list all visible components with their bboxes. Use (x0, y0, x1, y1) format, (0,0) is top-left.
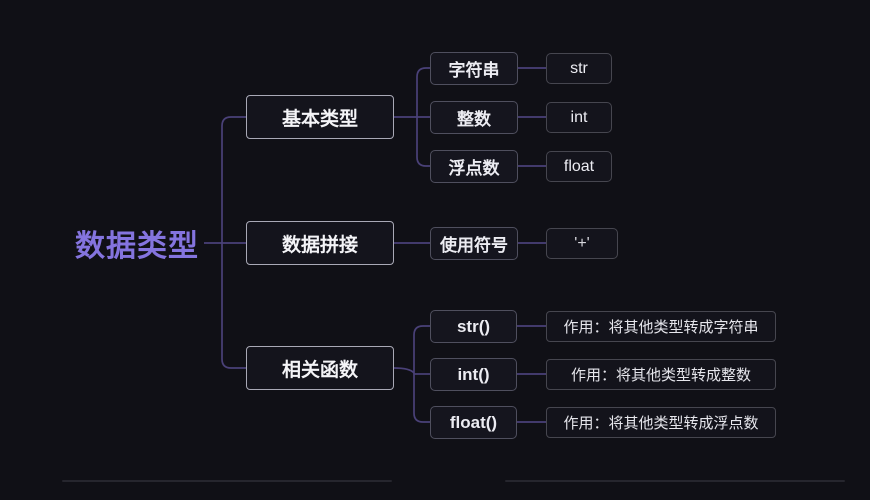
connector-branch3 (393, 367, 415, 374)
leaf-node-plus-symbol[interactable]: '+' (546, 228, 618, 259)
root-node-data-types[interactable]: 数据类型 (75, 230, 199, 263)
child-node-int-function[interactable]: int() (430, 358, 517, 391)
child-node-str-function[interactable]: str() (430, 310, 517, 343)
desc-node-float-function[interactable]: 作用：将其他类型转成浮点数 (546, 407, 776, 438)
leaf-node-int[interactable]: int (546, 102, 612, 133)
leaf-node-str[interactable]: str (546, 53, 612, 84)
footer-divider-right (505, 480, 845, 482)
desc-node-str-function[interactable]: 作用：将其他类型转成字符串 (546, 311, 776, 342)
branch-node-basic-types[interactable]: 基本类型 (246, 95, 394, 139)
child-node-integer[interactable]: 整数 (430, 101, 518, 134)
branch-node-related-functions[interactable]: 相关函数 (246, 346, 394, 390)
child-node-string[interactable]: 字符串 (430, 52, 518, 85)
desc-node-int-function[interactable]: 作用：将其他类型转成整数 (546, 359, 776, 390)
footer-divider-left (62, 480, 392, 482)
child-node-float-function[interactable]: float() (430, 406, 517, 439)
leaf-node-float[interactable]: float (546, 151, 612, 182)
child-node-use-symbol[interactable]: 使用符号 (430, 227, 518, 260)
connector-branch1-spine (416, 67, 430, 167)
branch-node-data-concat[interactable]: 数据拼接 (246, 221, 394, 265)
child-node-floating-point[interactable]: 浮点数 (430, 150, 518, 183)
